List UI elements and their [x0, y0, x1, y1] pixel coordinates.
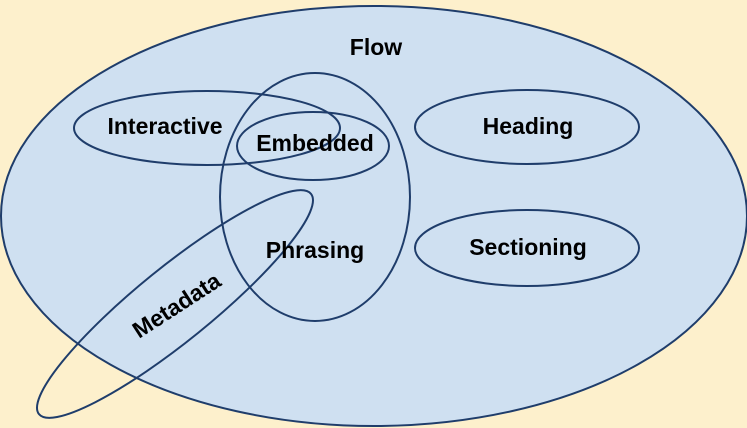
interactive-label: Interactive [107, 113, 222, 139]
heading-label: Heading [483, 113, 574, 139]
embedded-ellipse [236, 111, 390, 181]
flow-label: Flow [350, 34, 402, 60]
metadata-ellipse [36, 189, 314, 419]
phrasing-ellipse [219, 72, 411, 322]
heading-ellipse [414, 89, 640, 165]
sectioning-ellipse [414, 209, 640, 287]
flow-ellipse [0, 5, 747, 427]
interactive-ellipse [73, 90, 341, 166]
sectioning-label: Sectioning [469, 234, 587, 260]
phrasing-label: Phrasing [266, 237, 364, 263]
embedded-label: Embedded [256, 130, 374, 156]
